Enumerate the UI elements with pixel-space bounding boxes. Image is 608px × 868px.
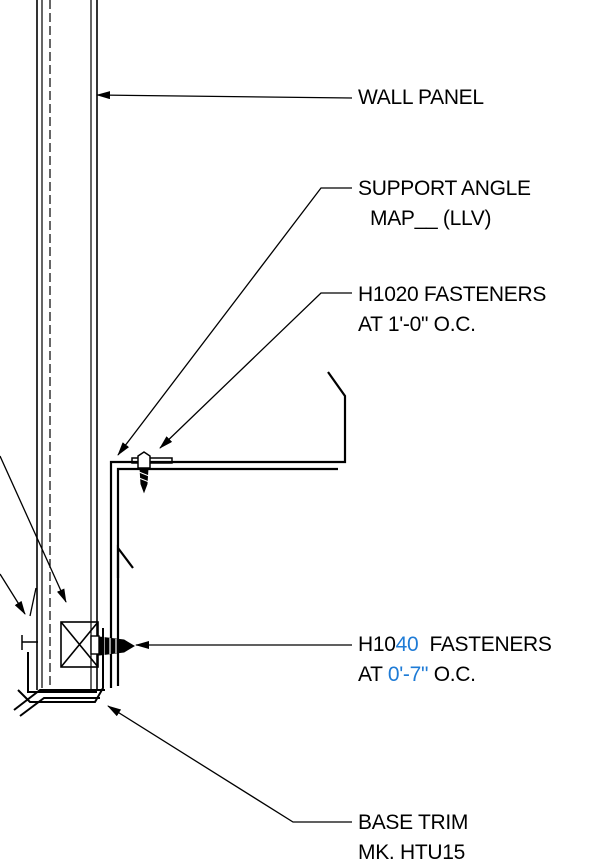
h1020-fastener — [131, 451, 173, 494]
label-h1040-fasteners: H1040 FASTENERS AT 0'-7" O.C. — [358, 630, 552, 690]
leader-h1020 — [159, 292, 352, 449]
label-base-trim: BASE TRIM MK. HTU15 — [358, 808, 468, 868]
left-fastener — [21, 635, 38, 650]
label-h1020-fasteners: H1020 FASTENERS AT 1'-0" O.C. — [358, 280, 546, 340]
support-angle-line2: MAP__ (LLV) — [370, 207, 492, 230]
h1040-spacing: 0'-7" — [387, 663, 429, 686]
support-angle — [109, 371, 347, 688]
h1020-line1: H1020 FASTENERS — [358, 283, 547, 306]
h1040-line2: AT 0'-7" O.C. — [358, 660, 552, 690]
h1040-highlight: 40 — [395, 633, 419, 656]
h1040-prefix: H10 — [358, 633, 396, 656]
leader-wall-panel — [96, 91, 353, 100]
label-wall-panel: WALL PANEL — [358, 86, 484, 109]
label-support-angle: SUPPORT ANGLE MAP__ (LLV) — [358, 174, 531, 234]
wall-panel — [36, 0, 98, 690]
base-trim-line2: MK. HTU15 — [358, 841, 465, 864]
leader-support-angle — [117, 187, 352, 456]
support-angle-line1: SUPPORT ANGLE — [358, 177, 531, 200]
h1040-at: AT — [358, 663, 388, 686]
left-partial-leaders — [0, 455, 67, 617]
h1040-line1: H1040 FASTENERS — [358, 630, 552, 660]
leader-lines — [96, 91, 353, 823]
base-trim-line1: BASE TRIM — [358, 811, 469, 834]
leader-base-trim — [107, 705, 352, 823]
h1040-fastener — [90, 635, 135, 656]
base-trim — [13, 628, 105, 717]
h1040-oc: O.C. — [428, 663, 476, 686]
h1020-line2: AT 1'-0" O.C. — [358, 313, 476, 336]
h1040-suffix: FASTENERS — [418, 633, 552, 656]
